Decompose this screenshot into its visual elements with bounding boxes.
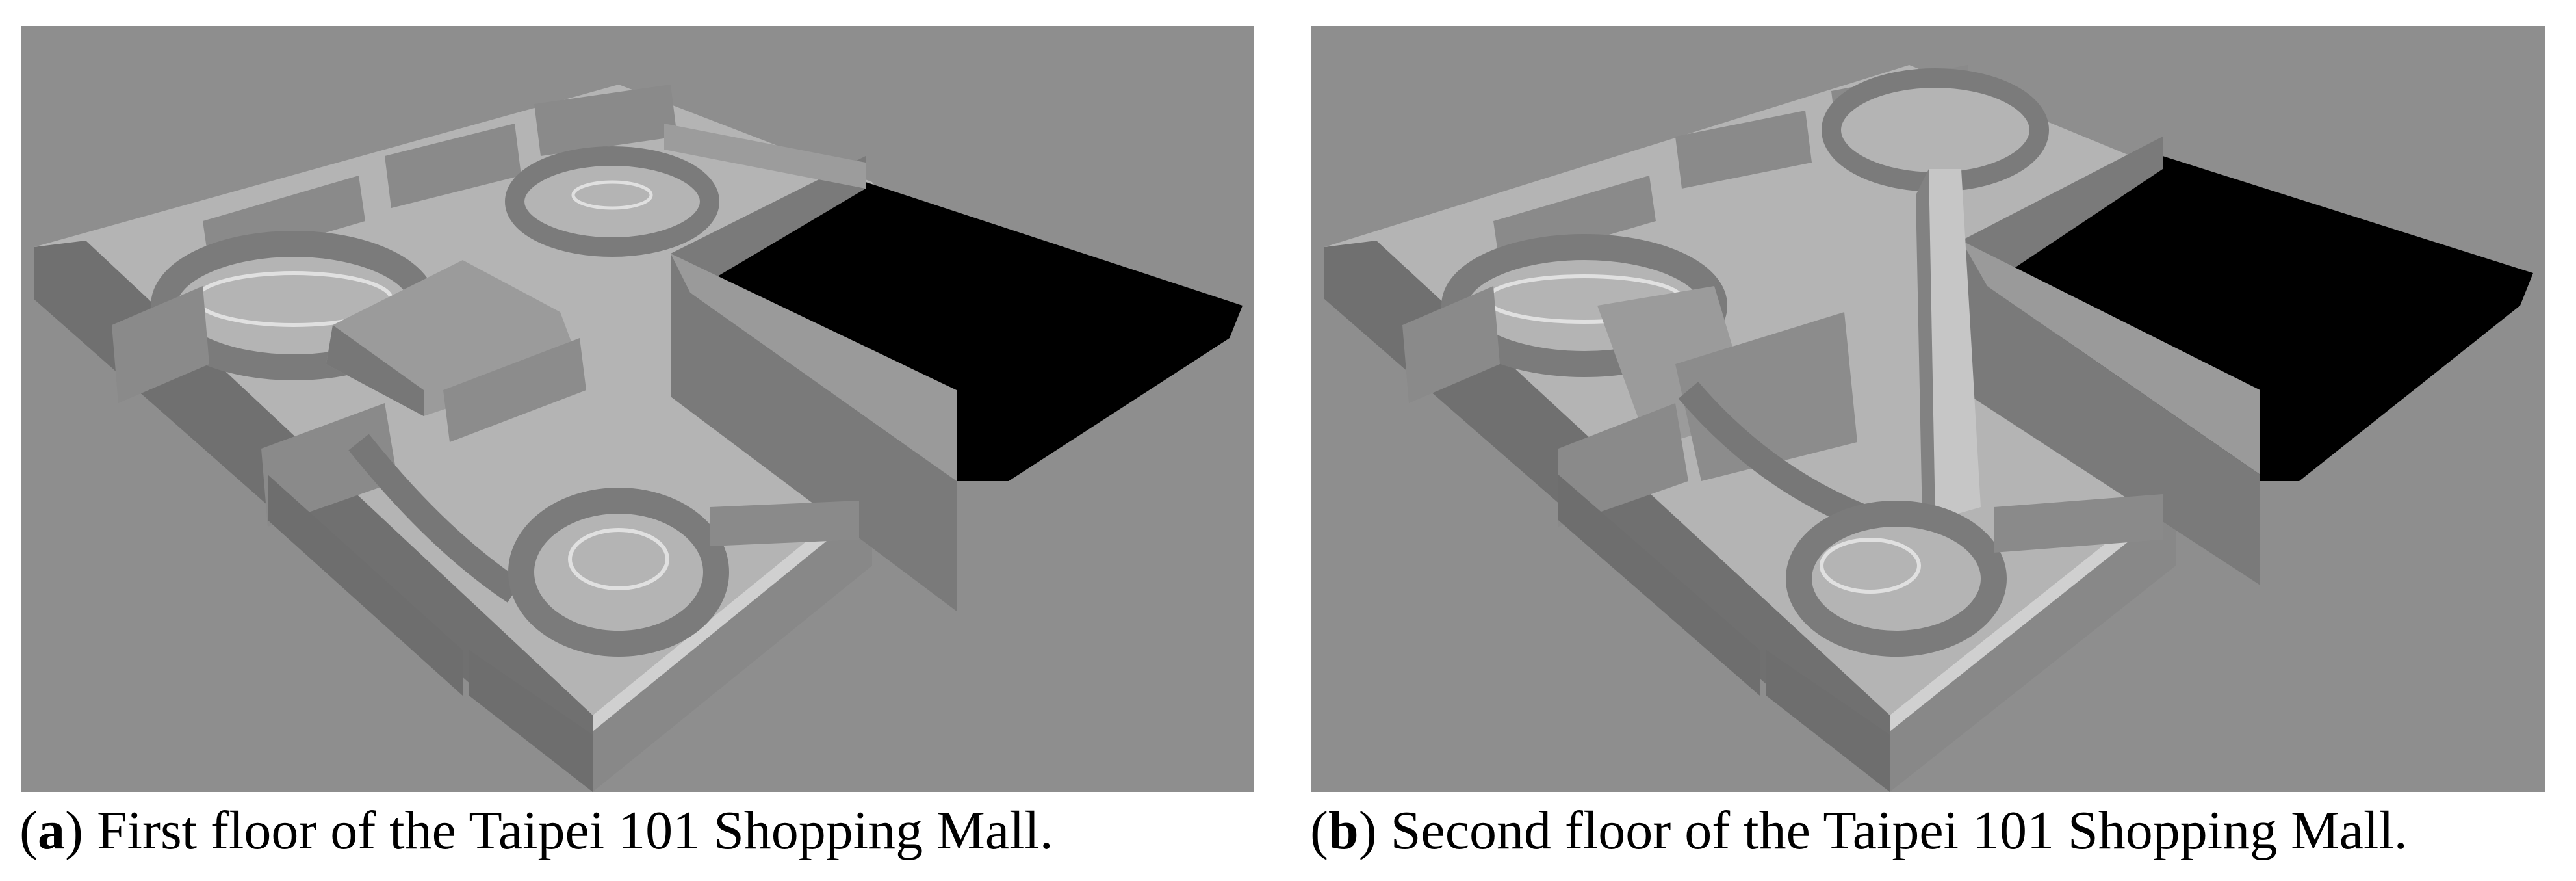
back-room-4	[664, 124, 866, 189]
black-block	[1987, 156, 2533, 481]
first-floor-render	[21, 26, 1254, 792]
block-wall-face	[1961, 241, 2260, 475]
block-wall-face	[671, 254, 957, 481]
lower-left-wall	[268, 475, 463, 696]
block-wall	[1961, 137, 2260, 585]
rotunda-upper-right	[1822, 68, 2049, 192]
black-block	[690, 182, 1243, 481]
left-room	[112, 286, 209, 403]
caption-a-letter: a	[37, 800, 65, 861]
rotunda-lower-rim	[1820, 538, 1921, 594]
back-room-2	[1675, 111, 1812, 189]
rotunda-lower	[1786, 501, 2007, 657]
second-floor-model	[1311, 26, 2545, 792]
rotunda-lower-rim	[568, 528, 669, 590]
caption-a-text: First floor of the Taipei 101 Shopping M…	[96, 800, 1053, 861]
caption-a: (a) First floor of the Taipei 101 Shoppi…	[19, 800, 1053, 861]
left-room-2	[1558, 403, 1688, 527]
interior-room-a-face	[326, 325, 424, 416]
block-wall	[671, 156, 957, 611]
rotunda-upper-center-rim	[571, 180, 653, 210]
outer-wall-right	[593, 488, 872, 792]
left-room-2	[261, 403, 398, 527]
outer-wall-right	[1890, 488, 2176, 792]
wall-top-edge	[1890, 488, 2176, 731]
rotunda-upper-center	[505, 146, 719, 257]
curved-corridor-wall	[348, 434, 522, 603]
lower-wall	[469, 650, 593, 792]
lower-right-room	[710, 501, 859, 546]
interior-room-b	[443, 338, 586, 442]
back-room-3	[534, 85, 677, 156]
lower-wall	[1766, 650, 1890, 792]
lower-right-room	[1994, 494, 2163, 553]
caption-b: (b) Second floor of the Taipei 101 Shopp…	[1310, 800, 2408, 861]
lower-left-wall	[1558, 475, 1760, 696]
rotunda-lower	[508, 488, 729, 657]
second-floor-render	[1311, 26, 2545, 792]
first-floor-model	[21, 26, 1254, 792]
caption-b-letter: b	[1328, 800, 1359, 861]
wall-top-edge	[593, 488, 872, 731]
back-room-2	[385, 124, 521, 208]
curved-wall	[1678, 381, 1875, 533]
left-room	[1402, 286, 1500, 403]
central-spine	[1929, 169, 1981, 520]
caption-b-text: Second floor of the Taipei 101 Shopping …	[1390, 800, 2408, 861]
central-spine-face	[1916, 169, 1935, 520]
